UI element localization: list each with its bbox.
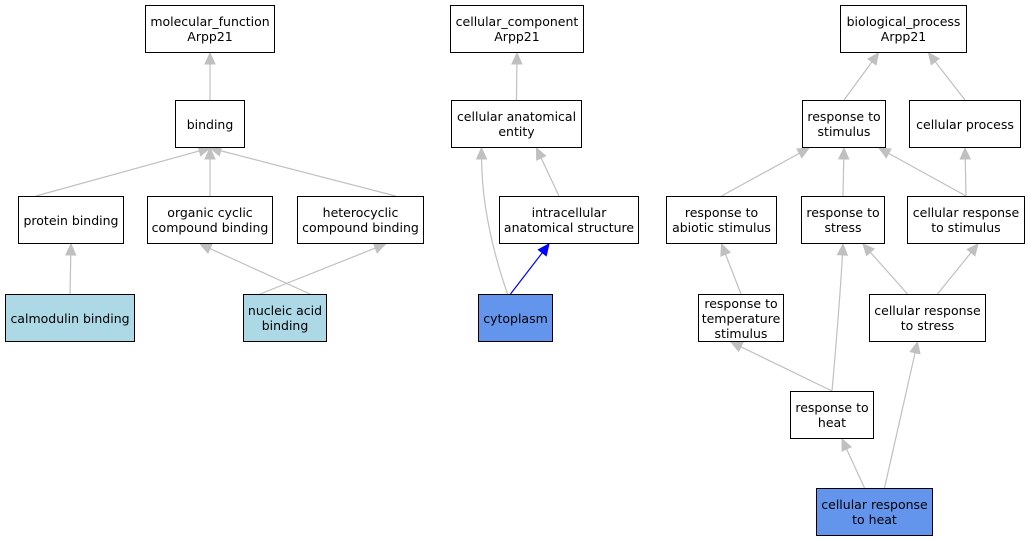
node-heterocyclic: heterocyclic compound binding (297, 196, 424, 244)
arrowhead-cell-resp-heat-to-cell-resp-stress (909, 340, 921, 355)
arrowhead-cell-resp-stim-to-resp-stim (877, 147, 892, 159)
node-cc-root: cellular_component Arpp21 (450, 5, 584, 53)
node-resp-heat: response to heat (790, 391, 874, 439)
edge-cell-resp-stress-to-cell-resp-stim (937, 252, 972, 295)
node-intracell: intracellular anatomical structure (499, 196, 639, 244)
edge-protein-binding-to-binding (35, 150, 200, 197)
node-resp-stim: response to stimulus (802, 100, 886, 148)
arrowhead-cell-resp-stress-to-resp-stress (862, 243, 875, 257)
edge-nucleic-acid-to-organic-cyclic (209, 248, 311, 295)
edge-heterocyclic-to-binding (220, 150, 396, 197)
node-cell-resp-stress: cellular response to stress (869, 294, 986, 342)
edge-cell-resp-stress-to-resp-stress (869, 251, 908, 295)
edge-cytoplasm-to-intracell (510, 252, 543, 295)
arrowhead-cell-anat-to-cc-root (511, 51, 523, 65)
node-resp-temp: response to temperature stimulus (698, 294, 784, 342)
edge-resp-temp-to-resp-abiotic (724, 254, 742, 295)
node-mf-root: molecular_function Arpp21 (145, 5, 275, 53)
node-bp-root: biological_process Arpp21 (840, 5, 967, 53)
edge-cell-resp-heat-to-cell-resp-stress (883, 352, 916, 489)
edge-cell-resp-heat-to-resp-heat (846, 448, 866, 489)
arrowhead-resp-temp-to-resp-abiotic (720, 242, 732, 257)
arrowhead-calmodulin-to-protein-binding (64, 242, 77, 256)
arrowhead-cell-resp-stim-to-cell-proc (959, 146, 972, 160)
node-calmodulin: calmodulin binding (5, 294, 135, 342)
edge-cell-resp-stim-to-cell-proc (964, 158, 967, 197)
arrowhead-nucleic-acid-to-heterocyclic (372, 242, 387, 254)
node-binding: binding (175, 100, 245, 148)
edge-resp-stim-to-bp-root (843, 61, 873, 101)
edge-nucleic-acid-to-heterocyclic (259, 247, 376, 295)
arrowhead-nucleic-acid-to-organic-cyclic (198, 243, 213, 255)
edge-intracell-to-cell-anat (540, 157, 560, 197)
node-resp-stress: response to stress (801, 196, 885, 244)
arrowhead-resp-heat-to-resp-temp (729, 341, 744, 353)
arrowhead-intracell-to-cell-anat (535, 146, 547, 161)
arrowhead-cytoplasm-to-intracell (537, 243, 550, 257)
arrowhead-resp-stim-to-bp-root (867, 52, 880, 66)
arrowhead-cell-resp-stress-to-cell-resp-stim (966, 243, 979, 257)
edge-resp-stress-to-resp-stim (842, 158, 845, 197)
arrowhead-cytoplasm-to-cell-anat (475, 146, 488, 160)
arrowhead-resp-heat-to-resp-stress (836, 242, 849, 256)
node-cell-anat: cellular anatomical entity (451, 100, 582, 148)
node-cell-proc: cellular process (909, 100, 1021, 148)
arrowhead-cell-resp-heat-to-resp-heat (841, 437, 853, 452)
arrowhead-cell-proc-to-bp-root (927, 52, 941, 66)
node-protein-binding: protein binding (18, 196, 124, 244)
node-nucleic-acid: nucleic acid binding (243, 294, 327, 342)
edge-resp-abiotic-to-resp-stim (721, 152, 800, 197)
node-cell-resp-heat: cellular response to heat (816, 488, 933, 536)
arrowhead-organic-cyclic-to-binding (204, 146, 216, 160)
node-cytoplasm: cytoplasm (478, 294, 553, 342)
arrowhead-resp-stress-to-resp-stim (837, 146, 850, 160)
arrowhead-binding-to-mf-root (204, 51, 216, 65)
node-cell-resp-stim: cellular response to stimulus (907, 196, 1025, 244)
edge-resp-heat-to-resp-temp (740, 346, 833, 392)
edge-calmodulin-to-protein-binding (69, 254, 72, 295)
edge-cytoplasm-to-cell-anat (480, 158, 509, 295)
node-resp-abiotic: response to abiotic stimulus (666, 196, 777, 244)
edge-cell-resp-stim-to-resp-stim (888, 152, 967, 197)
node-organic-cyclic: organic cyclic compound binding (147, 196, 273, 244)
arrowhead-resp-abiotic-to-resp-stim (796, 147, 811, 159)
edge-resp-heat-to-resp-stress (831, 254, 844, 392)
edge-cell-proc-to-bp-root (934, 61, 966, 101)
